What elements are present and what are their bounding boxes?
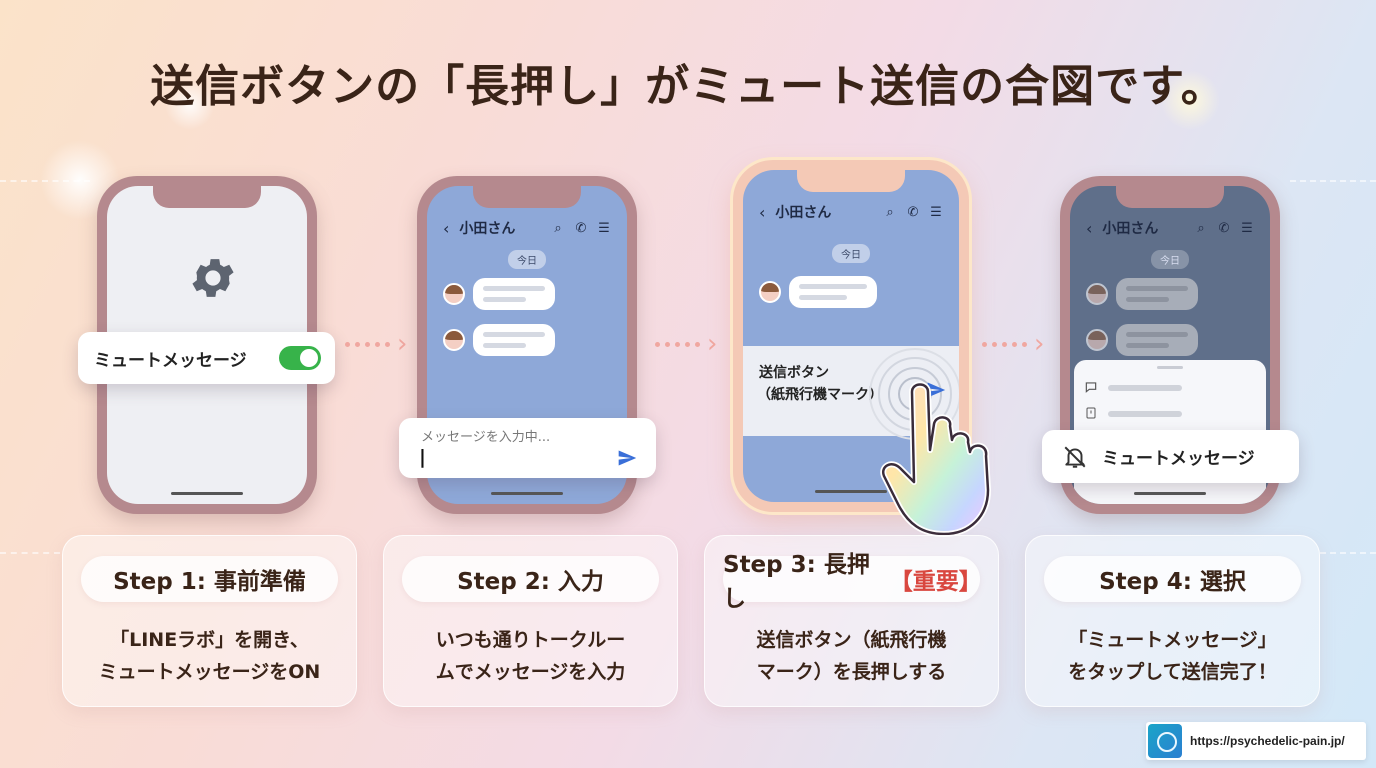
message-row: [759, 276, 877, 308]
back-icon[interactable]: ‹: [1086, 218, 1093, 238]
contact-name: 小田さん: [459, 221, 516, 237]
send-icon[interactable]: [616, 448, 638, 468]
message-row: [1086, 278, 1198, 310]
avatar: [1086, 329, 1108, 351]
arrow-chevron-icon: ›: [1034, 329, 1045, 359]
message-bubble: [1116, 278, 1198, 310]
step-card-1: Step 1: 事前準備 「LINEラボ」を開き、 ミュートメッセージをON: [62, 535, 357, 707]
sheet-handle: [1157, 366, 1183, 369]
background-dashed-line: [1320, 552, 1376, 554]
phone-icon[interactable]: ✆: [1218, 220, 1230, 236]
site-logo-icon: [1148, 724, 1182, 758]
step-label-pill: Step 2: 入力: [402, 556, 659, 602]
step-label: Step 3: 長押し: [723, 552, 870, 612]
menu-icon[interactable]: ☰: [1241, 220, 1253, 236]
message-row: [443, 324, 555, 356]
arrow-chevron-icon: ›: [707, 329, 718, 359]
mute-toggle-label: ミュートメッセージ: [94, 350, 247, 371]
home-indicator: [491, 492, 563, 495]
send-button-label-line2: （紙飛行機マーク）: [757, 387, 883, 403]
pointing-hand-icon: [880, 381, 991, 537]
arrow-chevron-icon: ›: [397, 329, 408, 359]
step-description: 「LINEラボ」を開き、 ミュートメッセージをON: [98, 629, 321, 683]
mute-message-option-label: ミュートメッセージ: [1102, 449, 1255, 469]
page-title: 送信ボタンの「長押し」がミュート送信の合図です。: [150, 61, 1226, 112]
mute-message-option[interactable]: ミュートメッセージ: [1042, 430, 1299, 483]
message-bubble: [473, 278, 555, 310]
avatar: [443, 283, 465, 305]
background-dashed-line: [0, 180, 90, 182]
chat-header: ‹ 小田さん ⌕ ✆ ☰: [1086, 216, 1254, 240]
step-label-pill: Step 1: 事前準備: [81, 556, 338, 602]
flow-arrow: ›: [982, 329, 1045, 359]
step-label: Step 1: 事前準備: [113, 569, 306, 595]
message-row: [1086, 324, 1198, 356]
background-dashed-line: [0, 552, 60, 554]
message-input-card[interactable]: メッセージを入力中... |: [399, 418, 656, 478]
phone-notch: [1116, 186, 1224, 208]
search-icon[interactable]: ⌕: [1197, 220, 1205, 236]
step-card-2: Step 2: 入力 いつも通りトークルー ムでメッセージを入力: [383, 535, 678, 707]
step-description: いつも通りトークルー ムでメッセージを入力: [435, 629, 626, 683]
site-badge[interactable]: https://psychedelic-pain.jp/: [1146, 722, 1366, 760]
message-bubble: [789, 276, 877, 308]
home-indicator: [1134, 492, 1206, 495]
send-button-label-line1: 送信ボタン: [759, 365, 829, 381]
menu-icon[interactable]: ☰: [598, 220, 610, 236]
phone-notch: [153, 186, 261, 208]
step-card-3: Step 3: 長押し【重要】 送信ボタン（紙飛行機 マーク）を長押しする: [704, 535, 999, 707]
step-label: Step 4: 選択: [1099, 569, 1246, 595]
sheet-option-placeholder[interactable]: [1108, 411, 1182, 417]
mute-toggle-card[interactable]: ミュートメッセージ: [78, 332, 335, 384]
date-divider: 今日: [508, 250, 546, 269]
date-divider: 今日: [1151, 250, 1189, 269]
step-label-pill: Step 4: 選択: [1044, 556, 1301, 602]
contact-name: 小田さん: [1102, 221, 1159, 237]
chat-header: ‹ 小田さん ⌕ ✆ ☰: [759, 200, 943, 224]
avatar: [1086, 283, 1108, 305]
step-label-pill: Step 3: 長押し【重要】: [723, 552, 982, 612]
mute-toggle-switch[interactable]: [279, 346, 321, 370]
search-icon[interactable]: ⌕: [886, 204, 894, 220]
back-icon[interactable]: ‹: [759, 202, 766, 222]
menu-icon[interactable]: ☰: [930, 204, 942, 220]
avatar: [443, 329, 465, 351]
schedule-icon: [1086, 407, 1096, 419]
step-description: 送信ボタン（紙飛行機 マーク）を長押しする: [756, 629, 947, 683]
phone-notch: [797, 170, 905, 192]
flow-arrow: ›: [345, 329, 408, 359]
message-input-placeholder: メッセージを入力中...: [421, 430, 551, 445]
date-divider: 今日: [832, 244, 870, 263]
message-row: [443, 278, 555, 310]
home-indicator: [171, 492, 243, 495]
chat-header: ‹ 小田さん ⌕ ✆ ☰: [443, 216, 611, 240]
message-bubble: [473, 324, 555, 356]
gear-icon: [192, 259, 234, 297]
avatar: [759, 281, 781, 303]
phone-icon[interactable]: ✆: [907, 204, 919, 220]
text-cursor: |: [419, 446, 426, 468]
chat-bubble-icon: [1085, 382, 1097, 393]
contact-name: 小田さん: [775, 205, 832, 221]
sheet-option-placeholder[interactable]: [1108, 385, 1182, 391]
search-icon[interactable]: ⌕: [554, 220, 562, 236]
phone-icon[interactable]: ✆: [575, 220, 587, 236]
send-icon[interactable]: [925, 380, 947, 400]
message-bubble: [1116, 324, 1198, 356]
bell-off-icon: [1064, 446, 1086, 468]
background-dashed-line: [1290, 180, 1376, 182]
step-card-4: Step 4: 選択 「ミュートメッセージ」 をタップして送信完了！: [1025, 535, 1320, 707]
back-icon[interactable]: ‹: [443, 218, 450, 238]
flow-arrow: ›: [655, 329, 718, 359]
step-label-accent: 【重要】: [889, 569, 982, 595]
site-url[interactable]: https://psychedelic-pain.jp/: [1190, 734, 1345, 748]
step-description: 「ミュートメッセージ」 をタップして送信完了！: [1068, 629, 1277, 683]
phone-notch: [473, 186, 581, 208]
home-indicator: [815, 490, 887, 493]
step-label: Step 2: 入力: [457, 569, 604, 595]
